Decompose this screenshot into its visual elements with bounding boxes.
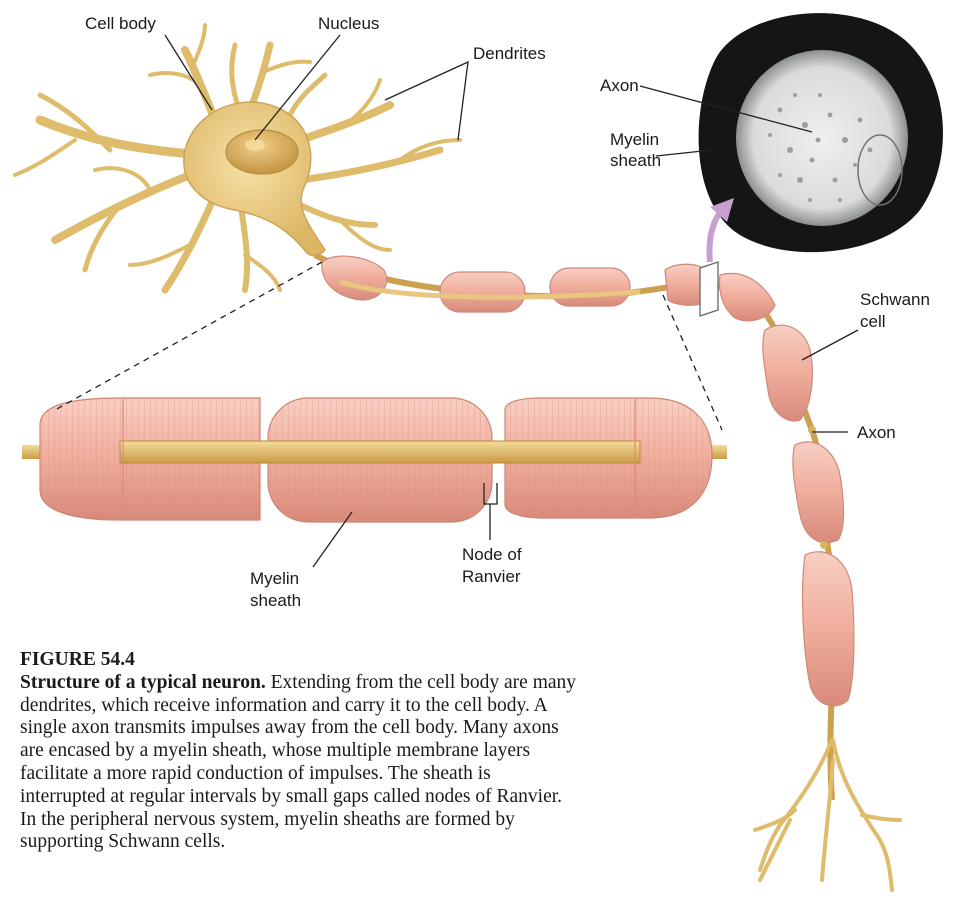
label-myelin-cross-section-line1: Myelin (610, 130, 659, 149)
label-axon-right: Axon (857, 423, 896, 442)
figure-caption: FIGURE 54.4 Structure of a typical neuro… (20, 649, 580, 854)
label-myelin-cross-section-line2: sheath (610, 151, 661, 170)
axon-terminals (755, 740, 900, 890)
label-axon-cross-section: Axon (600, 76, 639, 95)
label-cell-body: Cell body (85, 14, 156, 33)
label-node-line1: Node of (462, 545, 522, 564)
label-schwann-line1: Schwann (860, 290, 930, 309)
caption-body: Extending from the cell body are many de… (20, 672, 576, 853)
cell-body (184, 102, 325, 256)
label-nucleus: Nucleus (318, 14, 379, 33)
section-plane (700, 262, 718, 316)
schwann-cells (763, 325, 854, 706)
label-dendrites: Dendrites (473, 44, 546, 63)
figure-number: FIGURE 54.4 (20, 649, 580, 672)
label-node-line2: Ranvier (462, 567, 521, 586)
arrow-to-cross-section (710, 210, 723, 262)
label-myelin-bottom-line1: Myelin (250, 569, 299, 588)
axon-cross-section (699, 13, 943, 252)
nucleus (226, 130, 298, 174)
enlarged-axon-segment (22, 398, 727, 522)
label-schwann-line2: cell (860, 312, 886, 331)
label-myelin-bottom-line2: sheath (250, 591, 301, 610)
caption-title: Structure of a typical neuron. (20, 672, 266, 693)
zoom-line-left (55, 262, 322, 410)
